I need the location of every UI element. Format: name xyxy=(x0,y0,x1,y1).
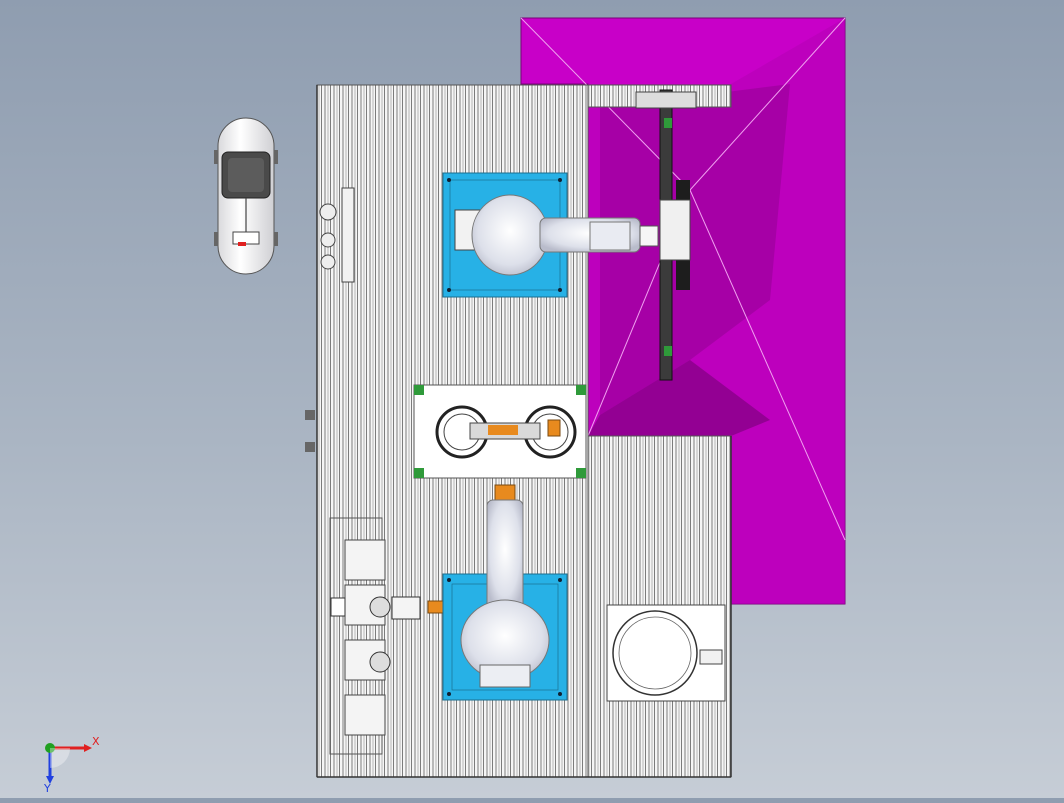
round-station[interactable] xyxy=(606,604,726,702)
coordinate-triad: X Y xyxy=(43,735,100,795)
upper-robot-arm[interactable] xyxy=(454,194,659,276)
booth-rack[interactable] xyxy=(635,89,697,381)
gripper-station[interactable] xyxy=(329,517,445,755)
y-axis-label: Y xyxy=(43,782,51,795)
left-rail-fixture xyxy=(305,187,355,452)
rotary-table[interactable] xyxy=(413,384,587,479)
paint-booth-enclosure[interactable] xyxy=(520,17,846,605)
x-axis-label: X xyxy=(92,735,100,748)
mobile-cart[interactable] xyxy=(214,117,278,275)
lower-robot-arm[interactable] xyxy=(460,484,550,688)
